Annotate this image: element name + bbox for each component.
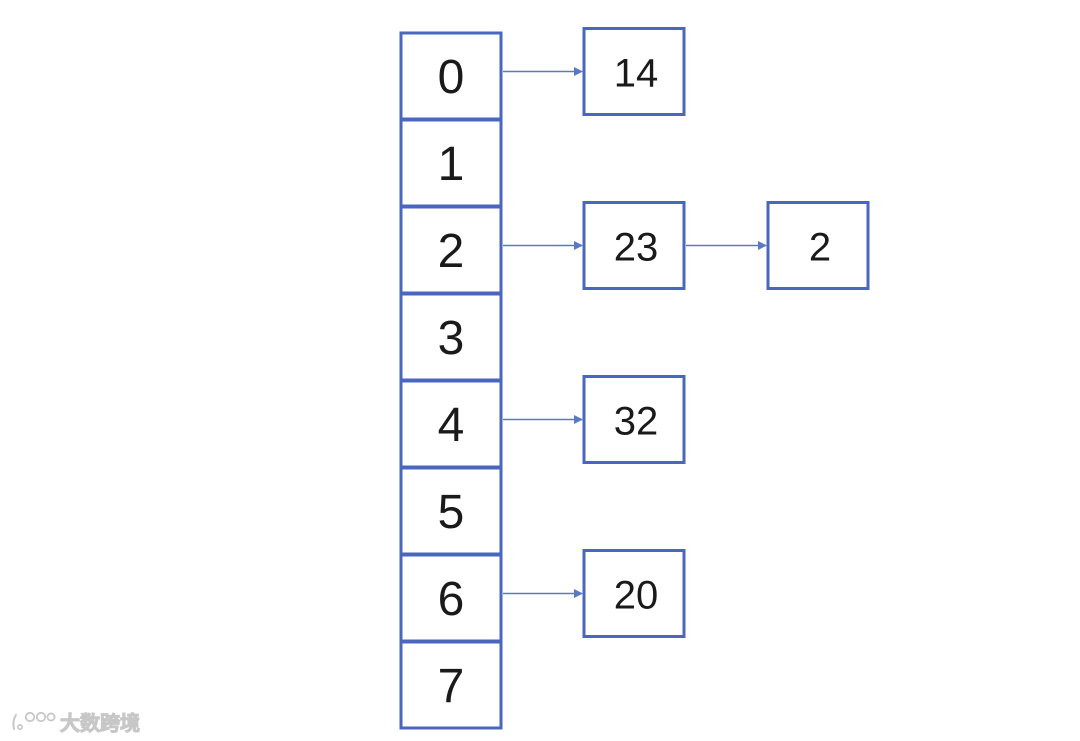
chain-node: 2 — [766, 201, 870, 290]
bucket-index-label: 6 — [438, 573, 465, 626]
chain-node-value: 20 — [614, 574, 659, 618]
chain-node-value: 23 — [614, 226, 659, 270]
bucket-cell-box — [399, 292, 503, 382]
bucket-cell: 2 — [399, 205, 503, 295]
bucket-cell: 1 — [399, 118, 503, 208]
pointer-arrows — [503, 67, 767, 598]
bucket-index-label: 5 — [438, 486, 465, 539]
chain-node-box — [582, 27, 686, 116]
chain-node-value: 14 — [614, 52, 659, 96]
bucket-cell: 6 — [399, 553, 503, 643]
chain-node: 32 — [582, 375, 686, 464]
bucket-index-label: 2 — [438, 225, 465, 278]
bucket-cell-box — [399, 31, 503, 121]
chain-node: 14 — [582, 27, 686, 116]
watermark: 大数跨境 — [10, 706, 141, 736]
bucket-cell: 0 — [399, 31, 503, 121]
chain-node-box — [766, 201, 870, 290]
chain-node-box — [582, 375, 686, 464]
bucket-cell-box — [399, 118, 503, 208]
bucket-cell: 4 — [399, 379, 503, 469]
watermark-logo-icon — [12, 711, 56, 731]
bucket-index-label: 0 — [438, 51, 465, 104]
chain-node-box — [582, 549, 686, 638]
bucket-cell-box — [399, 640, 503, 730]
bucket-cell: 3 — [399, 292, 503, 382]
chain-nodes: 14 23 2 32 20 — [582, 27, 870, 638]
bucket-index-label: 7 — [438, 660, 465, 713]
bucket-array: 0 1 2 3 4 5 6 7 — [399, 31, 503, 730]
chain-node-box — [582, 201, 686, 290]
chain-node: 23 — [582, 201, 686, 290]
bucket-index-label: 3 — [438, 312, 465, 365]
chain-node-value: 2 — [809, 226, 831, 270]
watermark-text: 大数跨境 — [60, 710, 141, 735]
chain-node: 20 — [582, 549, 686, 638]
chain-node-value: 32 — [614, 400, 659, 444]
bucket-index-label: 1 — [438, 138, 465, 191]
bucket-cell: 7 — [399, 640, 503, 730]
bucket-index-label: 4 — [438, 399, 465, 452]
bucket-cell: 5 — [399, 466, 503, 556]
bucket-cell-box — [399, 466, 503, 556]
